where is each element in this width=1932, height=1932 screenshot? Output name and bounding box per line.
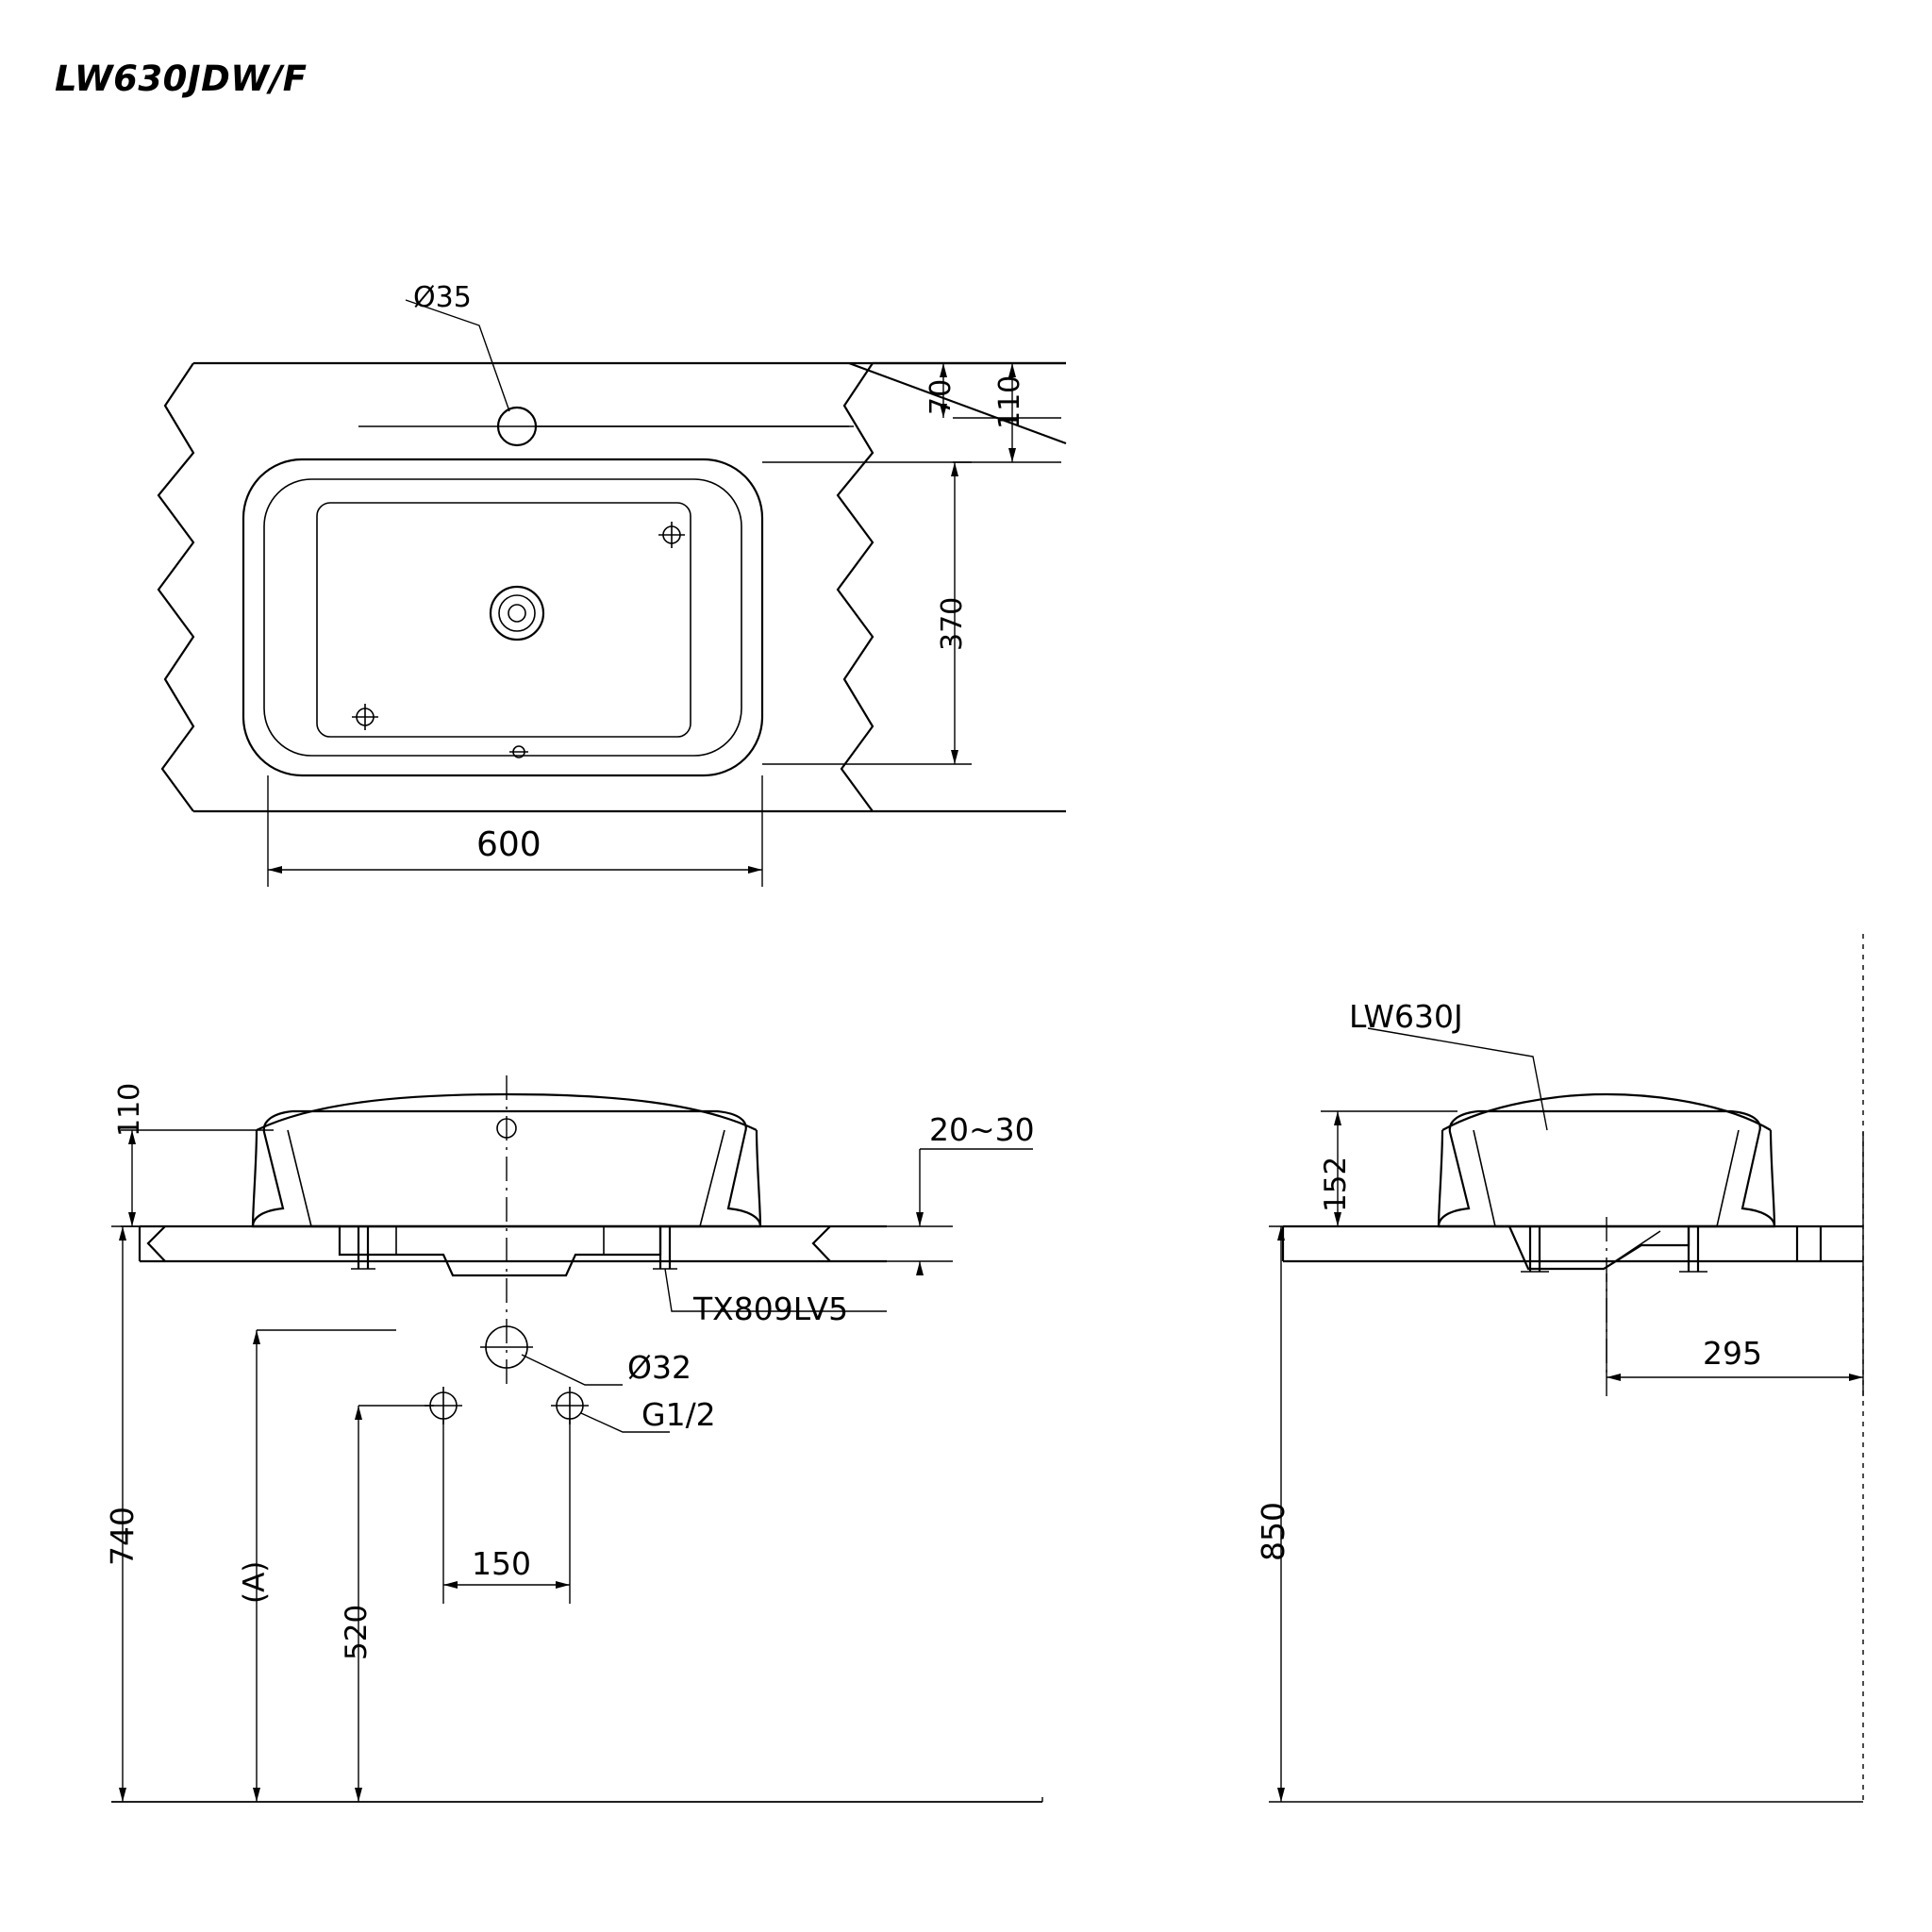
label-side-152: 152	[1319, 1156, 1353, 1212]
label-side-850: 850	[1255, 1502, 1291, 1561]
label-top-70: 70	[924, 378, 958, 415]
label-front-a: (A)	[238, 1560, 272, 1604]
label-top-110: 110	[993, 375, 1026, 429]
label-part-lw630j: LW630J	[1349, 998, 1463, 1035]
label-hole-dia-35: Ø35	[413, 281, 472, 314]
front-view-group	[111, 1075, 1043, 1803]
side-view-group	[1269, 934, 1864, 1803]
label-front-110: 110	[113, 1082, 146, 1137]
label-front-740: 740	[104, 1507, 141, 1566]
label-side-295: 295	[1703, 1335, 1762, 1372]
label-part-tx809lv5: TX809LV5	[693, 1291, 849, 1327]
top-view-group	[157, 299, 1067, 887]
label-front-520: 520	[340, 1604, 374, 1660]
label-hole-dia-32: Ø32	[627, 1349, 691, 1386]
page-title: LW630JDW/F	[55, 58, 308, 99]
label-top-600: 600	[476, 825, 541, 864]
label-counter-thickness: 20~30	[929, 1111, 1035, 1148]
fixing-marks	[352, 522, 685, 758]
label-thread-g12: G1/2	[641, 1396, 716, 1433]
label-front-150: 150	[472, 1545, 531, 1582]
label-top-370: 370	[936, 596, 969, 651]
